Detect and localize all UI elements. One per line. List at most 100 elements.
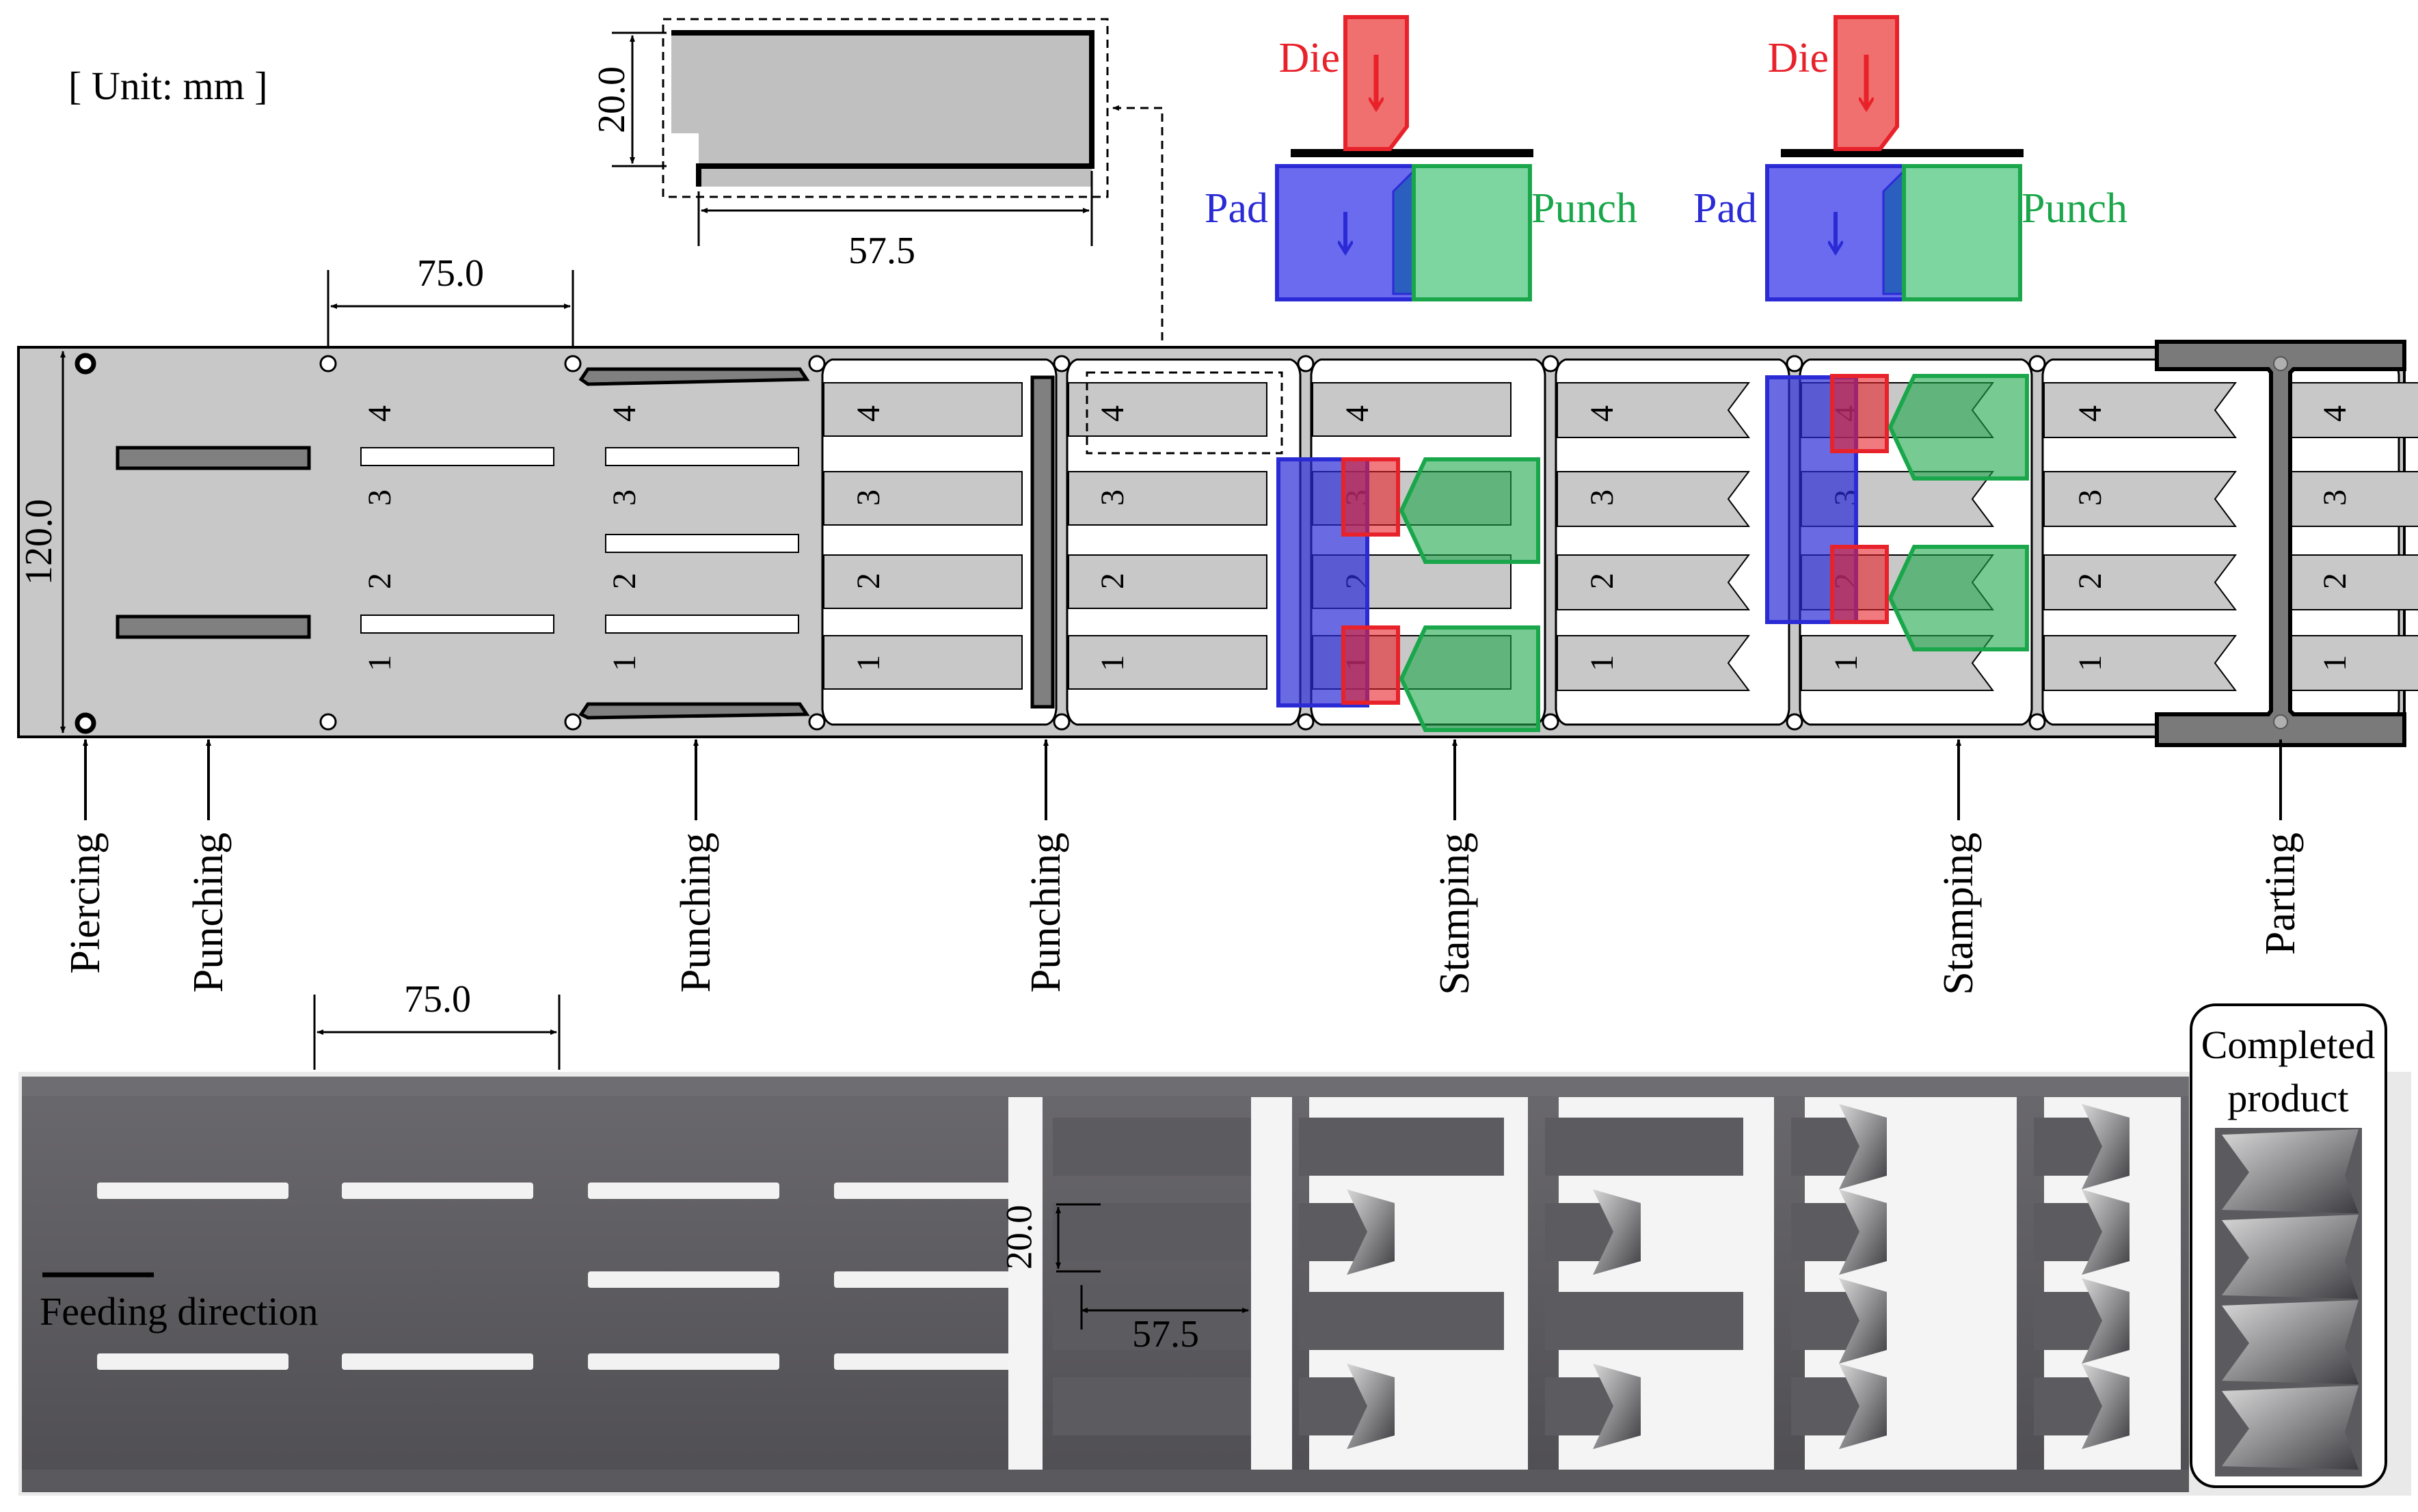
photo-bent-flange — [1593, 1189, 1641, 1275]
pitch-dimension-photo: 75.0 — [313, 978, 561, 1070]
slot — [605, 447, 799, 466]
pilot-hole — [1053, 355, 1071, 373]
punch-overlay — [1888, 545, 2029, 651]
photo-length-label: 57.5 — [1132, 1313, 1199, 1355]
slot-number: 3 — [850, 489, 887, 506]
photo-bent-flange — [2082, 1104, 2130, 1189]
pilot-hole — [1542, 713, 1559, 731]
slot-number: 3 — [2072, 489, 2108, 506]
pilot-hole — [564, 713, 582, 731]
feeding-direction-label: Feeding direction — [40, 1289, 319, 1334]
process-label-stamping: Stamping — [1935, 833, 1982, 995]
slot-number: 1 — [606, 655, 643, 671]
slot — [360, 447, 554, 466]
pilot-hole — [1053, 713, 1071, 731]
pilot-hole — [2028, 355, 2046, 373]
pilot-hole — [1297, 713, 1315, 731]
slot-number: 1 — [1094, 655, 1131, 671]
punch-label: Punch — [1531, 185, 1637, 232]
detail-leader — [1112, 105, 1164, 373]
photo-tongue — [1053, 1377, 1251, 1435]
pad-chamfer — [1882, 168, 1905, 295]
photo-bent-flange — [2082, 1189, 2130, 1275]
blank-sheet — [1291, 149, 1533, 157]
photo-slot — [97, 1183, 288, 1199]
pilot-hole — [319, 355, 337, 373]
pad-label: Pad — [1693, 185, 1757, 232]
strip-width-dimension: 120.0 — [18, 351, 66, 733]
photo-tongue — [1299, 1292, 1504, 1350]
tongue — [1068, 554, 1267, 609]
unit-note: [ Unit: mm ] — [68, 64, 268, 108]
punch-blade — [116, 446, 311, 470]
parting-pin — [2273, 356, 2288, 371]
photo-bent-flange — [2082, 1278, 2130, 1364]
pilot-hole — [808, 713, 826, 731]
punch-block — [1412, 164, 1532, 301]
slot-number: 3 — [1094, 489, 1131, 506]
slot-number: 1 — [2317, 655, 2353, 671]
process-label-punching: Punching — [185, 833, 232, 993]
slot-number: 2 — [2317, 573, 2353, 589]
detail-frame — [662, 18, 1109, 198]
completed-product-label-2: product — [2227, 1076, 2348, 1120]
slot-number: 4 — [1584, 405, 1620, 422]
blank-sheet — [1781, 149, 2024, 157]
slot-number: 3 — [606, 489, 643, 506]
slot-number: 4 — [362, 405, 398, 422]
carrier-window — [1066, 358, 1302, 726]
slot-number: 3 — [362, 489, 398, 506]
pilot-hole — [1542, 355, 1559, 373]
photo-slot — [342, 1353, 533, 1370]
tongue — [1312, 382, 1512, 437]
punch-blade-vertical — [1030, 375, 1055, 709]
slot-number: 2 — [1584, 573, 1620, 589]
die-overlay — [1341, 457, 1400, 537]
die-label: Die — [1767, 35, 1829, 81]
photo-tongue — [1053, 1292, 1251, 1350]
tongue — [2043, 635, 2237, 691]
process-label-punching: Punching — [673, 833, 719, 993]
photo-height-label: 20.0 — [998, 1205, 1039, 1270]
process-label-parting: Parting — [2257, 833, 2304, 955]
tongue — [1068, 471, 1267, 526]
completed-product: Completed product — [2190, 1003, 2387, 1488]
die-overlay — [1830, 374, 1889, 453]
slot-number: 4 — [2317, 405, 2353, 422]
die-overlay — [1341, 625, 1400, 705]
process-label-stamping: Stamping — [1432, 833, 1478, 995]
completed-product-label-1: Completed — [2201, 1023, 2376, 1067]
parting-pin — [2273, 714, 2288, 729]
slot-number: 4 — [606, 405, 643, 422]
photo-tongue — [1545, 1292, 1743, 1350]
pitch-label-top: 75.0 — [417, 252, 484, 295]
photo-bent-flange — [1839, 1189, 1887, 1275]
dimension-label-20: 20.0 — [591, 66, 633, 133]
photo-window — [1251, 1097, 1292, 1470]
photo-bent-flange — [1839, 1104, 1887, 1189]
photo-bent-flange — [1347, 1189, 1395, 1275]
pierce-hole — [75, 353, 96, 375]
tongue — [823, 382, 1023, 437]
photo-tongue — [1053, 1118, 1251, 1176]
slot-number: 2 — [362, 573, 398, 589]
pilot-hole — [1297, 355, 1315, 373]
photo-window — [2044, 1097, 2181, 1470]
photo-slot — [97, 1353, 288, 1370]
punch-blade — [116, 615, 311, 639]
slot-number: 2 — [1094, 573, 1131, 589]
process-label-punching: Punching — [1023, 833, 1069, 993]
tongue — [2043, 382, 2237, 438]
slot-number: 2 — [2072, 573, 2108, 589]
tongue — [1068, 382, 1267, 437]
punch-overlay — [1399, 457, 1540, 564]
tongue — [823, 554, 1023, 609]
parting-tool — [2155, 340, 2406, 747]
photo-tongue — [1299, 1118, 1504, 1176]
pierce-hole — [75, 712, 96, 734]
pitch-dimension-top: 75.0 — [327, 252, 574, 347]
tongue — [1557, 554, 1750, 610]
detail-inset: 20.0 57.5 — [591, 18, 1164, 374]
tongue — [823, 635, 1023, 690]
